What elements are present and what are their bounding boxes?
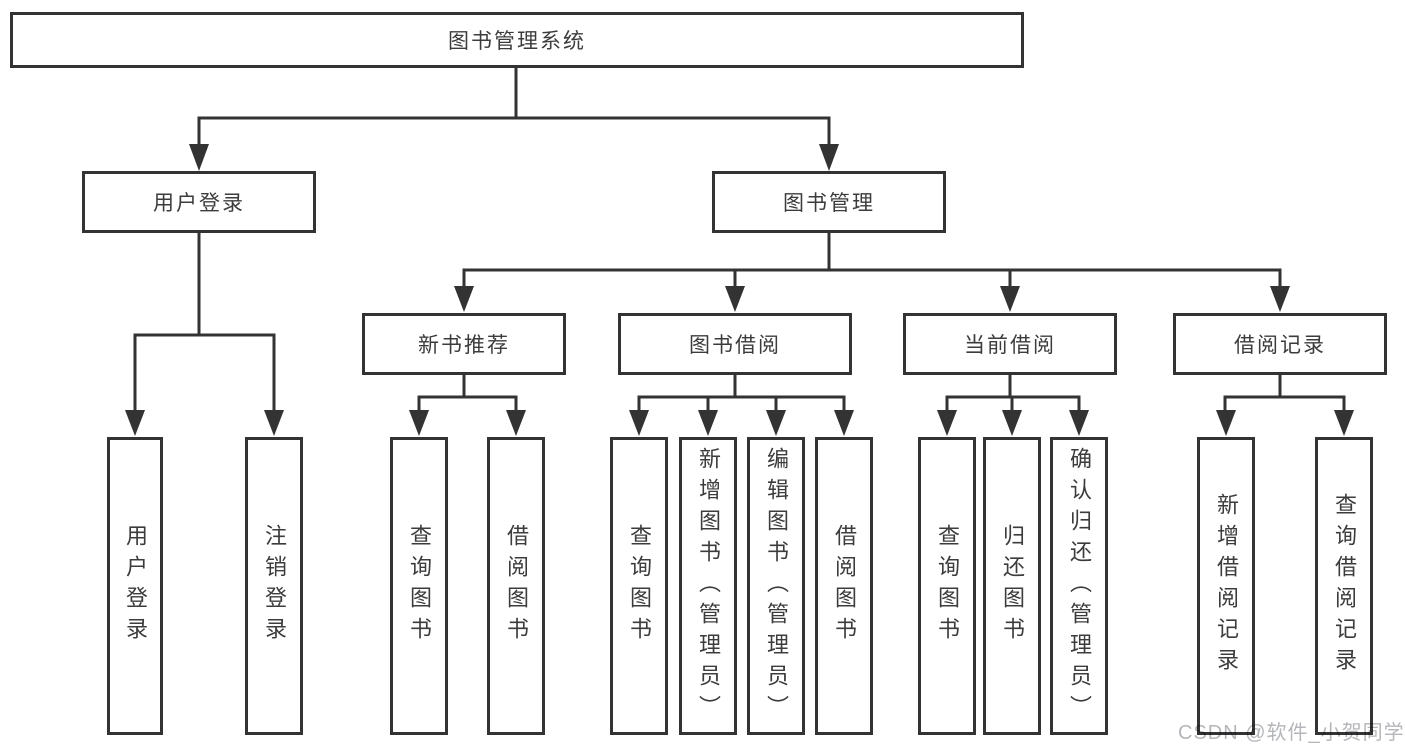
node-leaf-user-login: 用户登录	[107, 437, 163, 735]
node-new-book-recommend: 新书推荐	[362, 313, 566, 375]
node-leaf-confirm-return-admin: 确认归还（管理员）	[1050, 437, 1108, 735]
csdn-watermark: CSDN @软件_小贺同学	[1178, 722, 1405, 744]
node-library-system-root: 图书管理系统	[10, 12, 1024, 68]
node-leaf-add-book-admin: 新增图书（管理员）	[679, 437, 737, 735]
node-leaf-query-borrow-record: 查询借阅记录	[1315, 437, 1373, 735]
node-leaf-logout: 注销登录	[245, 437, 303, 735]
node-borrow-records: 借阅记录	[1173, 313, 1387, 375]
arrowheads	[125, 144, 1354, 436]
node-leaf-edit-book-admin: 编辑图书（管理员）	[747, 437, 805, 735]
node-leaf-borrow-books-recommend: 借阅图书	[487, 437, 545, 735]
node-book-management: 图书管理	[712, 171, 946, 233]
node-leaf-query-books-borrow: 查询图书	[610, 437, 668, 735]
node-current-borrow: 当前借阅	[903, 313, 1117, 375]
node-leaf-query-books-current: 查询图书	[918, 437, 976, 735]
node-leaf-borrow-books: 借阅图书	[815, 437, 873, 735]
node-leaf-return-book: 归还图书	[983, 437, 1041, 735]
node-book-borrow: 图书借阅	[618, 313, 852, 375]
node-user-login: 用户登录	[82, 171, 316, 233]
node-leaf-add-borrow-record: 新增借阅记录	[1197, 437, 1255, 735]
node-leaf-query-books-recommend: 查询图书	[390, 437, 448, 735]
